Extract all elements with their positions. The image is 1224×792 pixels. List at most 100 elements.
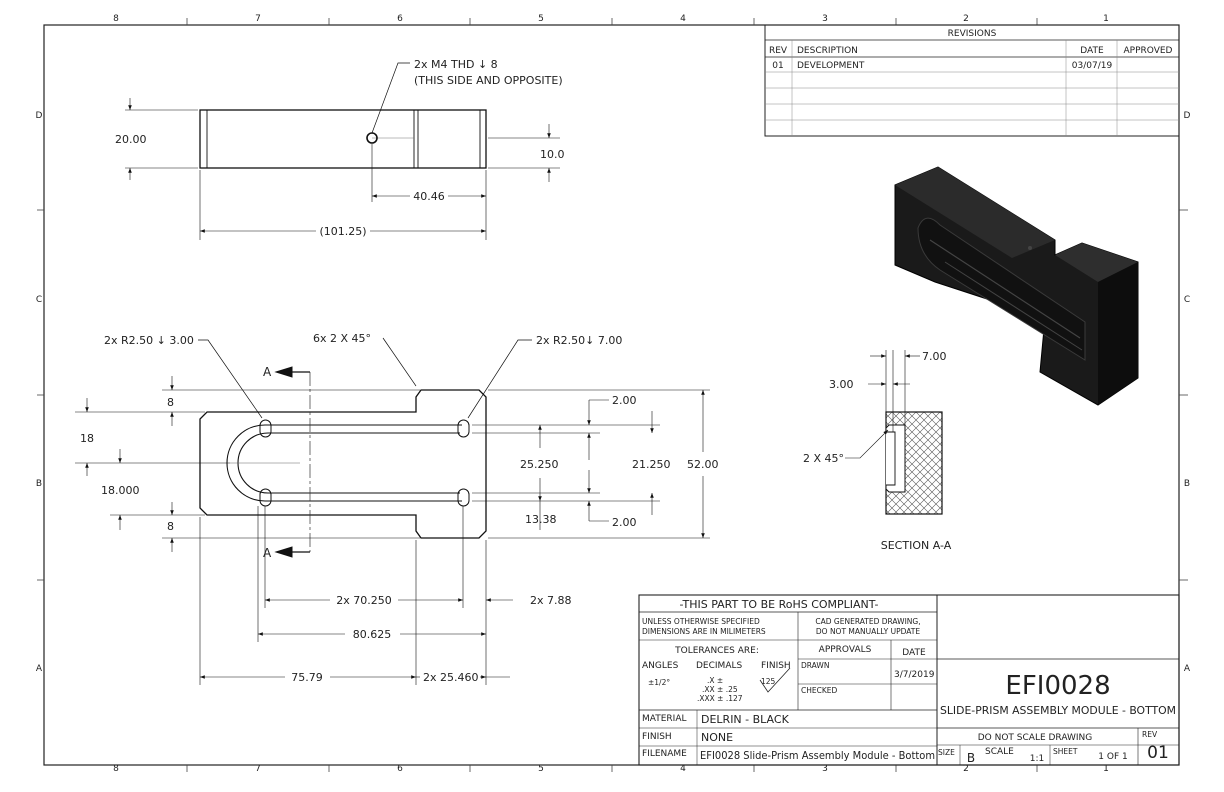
rev-label: REV: [1142, 730, 1158, 739]
revisions-table: REVISIONS REV DESCRIPTION DATE APPROVED …: [764, 24, 1180, 137]
section-chamfer: 2 X 45°: [803, 452, 844, 465]
filename-label: FILENAME: [642, 749, 687, 759]
rohs-note: -THIS PART TO BE RoHS COMPLIANT-: [680, 598, 879, 611]
zone-column-label: 3: [822, 764, 828, 774]
rev-value: 01: [1147, 743, 1169, 763]
zone-row-label: D: [36, 111, 43, 121]
zone-column-label: 1: [1103, 764, 1109, 774]
dim-height: 20.00: [115, 133, 147, 146]
zone-row-label: A: [36, 664, 43, 674]
scale-label: SCALE: [985, 747, 1014, 757]
drawn-label: DRAWN: [801, 661, 829, 670]
dim-25460: 2x 25.460: [423, 671, 479, 684]
zone-ticks: [37, 18, 1188, 772]
top-view-labels: 2x M4 THD ↓ 8 (THIS SIDE AND OPPOSITE) 2…: [115, 58, 565, 238]
section-mark-top: A: [263, 365, 272, 379]
front-view-labels: 2x R2.50 ↓ 3.00 6x 2 X 45° 2x R2.50↓ 7.0…: [80, 332, 719, 684]
approvals-label: APPROVALS: [819, 645, 872, 655]
zone-column-label: 8: [113, 14, 119, 24]
description-header: DESCRIPTION: [797, 46, 858, 56]
unless-line1: UNLESS OTHERWISE SPECIFIED: [642, 617, 760, 626]
cad-line1: CAD GENERATED DRAWING,: [815, 617, 920, 626]
dim-7579: 75.79: [291, 671, 323, 684]
zone-column-label: 5: [538, 14, 544, 24]
scale-value: 1:1: [1030, 754, 1044, 764]
dim-2-top: 2.00: [612, 394, 637, 407]
finish-label: FINISH: [642, 732, 672, 742]
zone-column-label: 1: [1103, 14, 1109, 24]
section-label: SECTION A-A: [881, 539, 952, 552]
note-chamfer: 6x 2 X 45°: [313, 332, 371, 345]
zone-column-label: 6: [397, 14, 403, 24]
description-cell: DEVELOPMENT: [797, 61, 865, 71]
dim-hole-position: 40.46: [413, 190, 445, 203]
drawn-date: 3/7/2019: [894, 670, 935, 680]
zone-column-label: 6: [397, 764, 403, 774]
angles-value: ±1/2°: [648, 678, 670, 687]
do-not-scale: DO NOT SCALE DRAWING: [978, 733, 1093, 743]
dim-52: 52.00: [687, 458, 719, 471]
rev-cell: 01: [772, 61, 783, 71]
date-label: DATE: [902, 648, 926, 658]
zone-column-label: 8: [113, 764, 119, 774]
thread-note-line2: (THIS SIDE AND OPPOSITE): [414, 74, 563, 87]
finish-header: FINISH: [761, 661, 791, 671]
dim-8-top: 8: [167, 396, 174, 409]
filename-value: EFI0028 Slide-Prism Assembly Module - Bo…: [700, 749, 935, 762]
material-label: MATERIAL: [642, 714, 687, 724]
thread-note-line1: 2x M4 THD ↓ 8: [414, 58, 498, 71]
rev-header: REV: [769, 46, 788, 56]
unless-line2: DIMENSIONS ARE IN MILIMETERS: [642, 627, 766, 636]
decimal-x: .X ±: [707, 676, 723, 685]
zone-column-label: 4: [680, 14, 686, 24]
date-cell: 03/07/19: [1072, 61, 1113, 71]
note-right-radius: 2x R2.50↓ 7.00: [536, 334, 622, 347]
dim-70250: 2x 70.250: [336, 594, 392, 607]
title-block: [638, 594, 1180, 766]
tolerances-label: TOLERANCES ARE:: [674, 646, 759, 656]
zone-column-label: 4: [680, 764, 686, 774]
decimals-label: DECIMALS: [696, 661, 742, 671]
note-left-radius: 2x R2.50 ↓ 3.00: [104, 334, 194, 347]
decimal-xx: .XX ± .25: [702, 685, 738, 694]
sheet-value: 1 OF 1: [1098, 752, 1127, 762]
zone-row-label: C: [1184, 295, 1190, 305]
zone-row-label: D: [1184, 111, 1191, 121]
dim-2-bottom: 2.00: [612, 516, 637, 529]
dim-section-700: 7.00: [922, 350, 947, 363]
dim-18: 18: [80, 432, 94, 445]
size-value: B: [967, 751, 975, 765]
zone-row-label: B: [36, 479, 42, 489]
date-header: DATE: [1080, 46, 1104, 56]
dim-21250: 21.250: [632, 458, 671, 471]
zone-row-label: A: [1184, 664, 1191, 674]
zone-column-label: 2: [963, 764, 969, 774]
dim-788: 2x 7.88: [530, 594, 572, 607]
dim-18000: 18.000: [101, 484, 140, 497]
dim-8-bottom: 8: [167, 520, 174, 533]
dim-80625: 80.625: [353, 628, 392, 641]
zone-row-label: B: [1184, 479, 1190, 489]
material-value: DELRIN - BLACK: [701, 713, 790, 726]
revisions-title: REVISIONS: [948, 29, 997, 39]
section-view-labels: 7.00 3.00 2 X 45° SECTION A-A: [803, 350, 952, 552]
finish-value: 125: [761, 677, 776, 686]
part-number: EFI0028: [1005, 671, 1110, 701]
finish-value-row: NONE: [701, 731, 733, 744]
checked-label: CHECKED: [801, 686, 838, 695]
section-mark-bottom: A: [263, 546, 272, 560]
decimal-xxx: .XXX ± .127: [697, 694, 743, 703]
cad-line2: DO NOT MANUALLY UPDATE: [816, 627, 920, 636]
zone-column-label: 5: [538, 764, 544, 774]
zone-row-label: C: [36, 295, 42, 305]
front-view: [75, 337, 710, 685]
sheet-label: SHEET: [1053, 747, 1078, 756]
dim-overall-length: (101.25): [319, 225, 366, 238]
dim-hole-height: 10.0: [540, 148, 565, 161]
angles-label: ANGLES: [642, 661, 679, 671]
approved-header: APPROVED: [1124, 46, 1173, 56]
size-label: SIZE: [938, 748, 955, 757]
isometric-view: [894, 166, 1139, 406]
zone-column-label: 2: [963, 14, 969, 24]
